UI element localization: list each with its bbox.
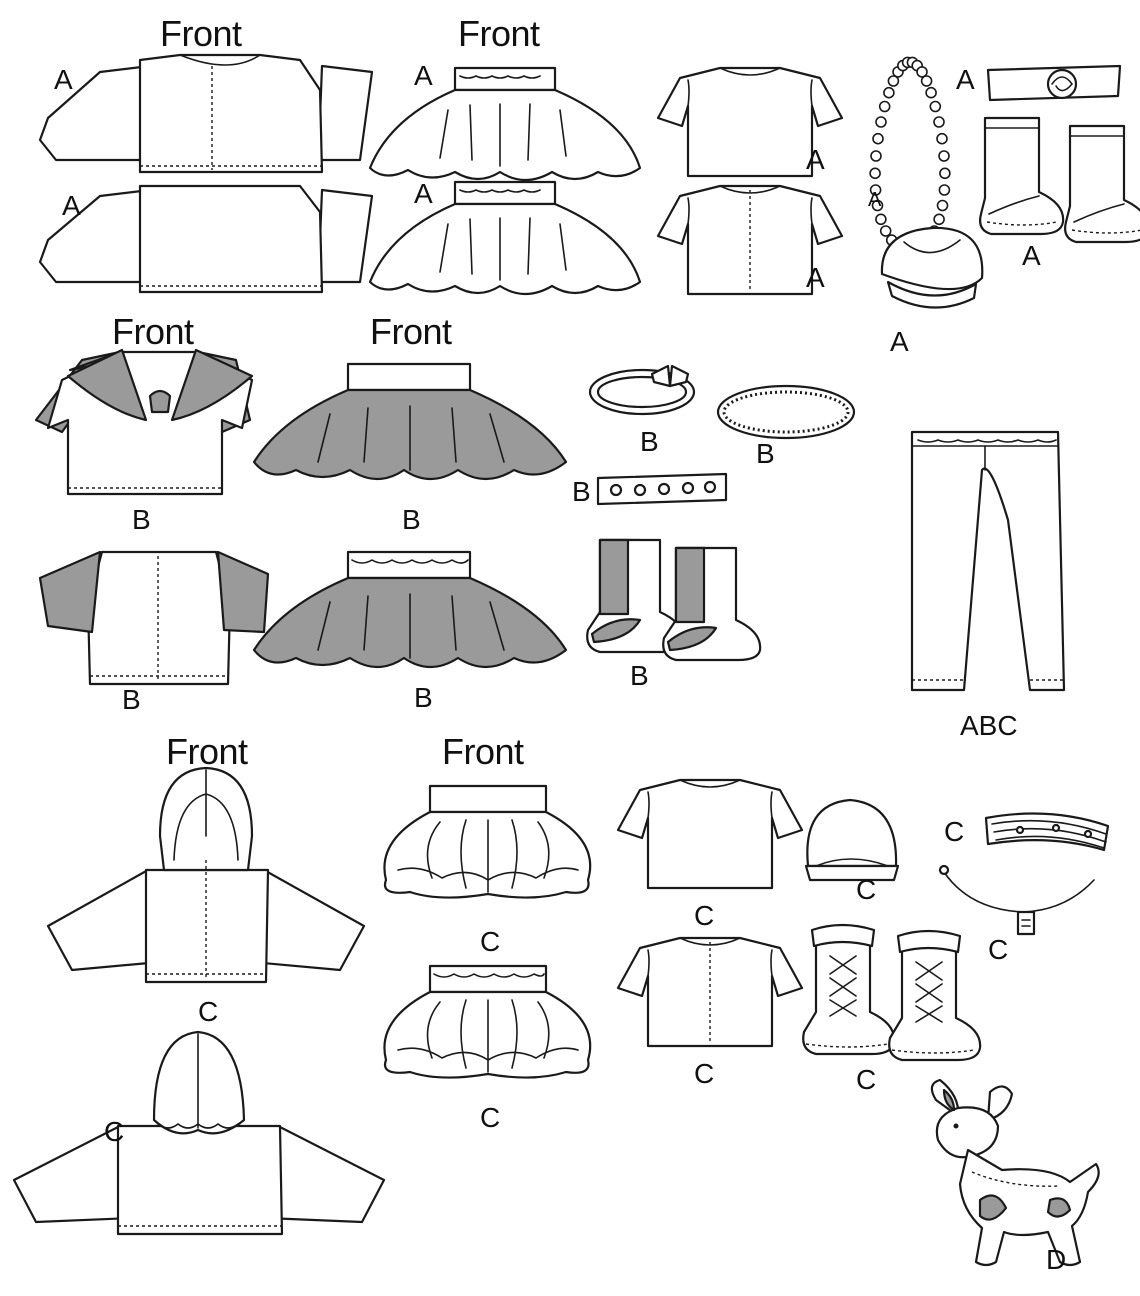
necklace-bead — [875, 213, 887, 226]
view-b-top-front-heading: Front — [112, 311, 194, 352]
view-c-skirt-front-heading: Front — [442, 731, 524, 772]
view-a-bead-necklace — [869, 56, 951, 256]
view-c-hooded-jacket-back — [12, 1030, 386, 1236]
view-a-jacket-back — [38, 184, 374, 294]
necklace-bead — [871, 199, 884, 212]
view-a-label: A — [54, 64, 73, 95]
view-b-skirt-front-heading: Front — [370, 311, 452, 352]
view-c-bubble-skirt-front — [383, 784, 592, 899]
view-abc-pants — [910, 430, 1066, 692]
view-b-label: B — [414, 682, 433, 713]
view-c-label: C — [104, 1116, 125, 1147]
view-c-label: C — [694, 900, 715, 931]
necklace-bead — [936, 199, 949, 212]
necklace-bead — [939, 167, 951, 180]
necklace-bead — [916, 66, 928, 78]
view-c-laced-boots — [802, 923, 982, 1062]
view-abc-label: ABC — [960, 710, 1018, 741]
view-a-label: A — [868, 189, 882, 211]
view-c-label: C — [694, 1058, 715, 1089]
necklace-bead — [875, 116, 887, 128]
view-b-bow-headband — [588, 364, 696, 416]
view-b-label: B — [640, 426, 659, 457]
view-a-beret — [880, 226, 984, 309]
view-a-rosette-belt — [986, 64, 1122, 102]
view-b-skirt-front — [252, 362, 568, 481]
view-c-label: C — [198, 996, 219, 1027]
view-c-label: C — [480, 1102, 501, 1133]
view-b-skirt-back — [252, 550, 568, 669]
view-a-skirt-front — [368, 66, 642, 182]
view-a-label: A — [1022, 240, 1041, 271]
view-d-label: D — [1046, 1244, 1067, 1275]
necklace-bead — [872, 132, 884, 145]
necklace-bead — [933, 213, 945, 226]
view-b-label: B — [132, 504, 151, 535]
view-b-boots — [586, 538, 762, 662]
view-b-stud-belt — [596, 472, 728, 506]
view-c-jacket-front-heading: Front — [166, 731, 248, 772]
view-c-label: C — [480, 926, 501, 957]
necklace-bead — [938, 184, 951, 196]
necklace-bead — [936, 132, 948, 145]
necklace-bead — [925, 86, 937, 99]
view-b-label: B — [756, 438, 775, 469]
necklace-bead — [933, 116, 945, 128]
necklace-bead — [938, 150, 950, 162]
view-b-top-back — [38, 550, 270, 686]
view-c-chain-belt — [984, 812, 1110, 852]
view-c-bubble-skirt-back — [383, 964, 592, 1079]
view-c-tee-back — [616, 936, 804, 1048]
view-c-label: C — [856, 874, 877, 905]
view-d-stuffed-deer — [930, 1078, 1100, 1267]
view-a-label: A — [806, 262, 825, 293]
view-a-skirt-back — [368, 180, 642, 296]
view-a-skirt-front-heading: Front — [458, 13, 540, 54]
view-a-label: A — [890, 326, 909, 357]
view-a-label: A — [956, 64, 975, 95]
view-c-beanie — [804, 798, 900, 882]
necklace-bead — [869, 184, 882, 196]
view-a-label: A — [414, 60, 433, 91]
view-c-label: C — [988, 934, 1009, 965]
view-a-label: A — [806, 144, 825, 175]
necklace-bead — [878, 100, 891, 113]
view-c-pendant-necklace — [938, 864, 1095, 936]
view-c-tee-front — [616, 778, 804, 890]
view-a-label: A — [62, 190, 81, 221]
necklace-bead — [929, 100, 942, 113]
necklace-bead — [869, 167, 881, 180]
view-b-label: B — [630, 660, 649, 691]
view-a-tee-back — [656, 184, 844, 296]
view-a-jacket-front-heading: Front — [160, 13, 242, 54]
view-a-label: A — [414, 178, 433, 209]
necklace-bead — [870, 150, 882, 162]
view-a-boots — [979, 116, 1140, 244]
view-c-label: C — [856, 1064, 877, 1095]
necklace-bead — [883, 86, 895, 99]
view-b-bead-headband — [716, 384, 856, 440]
view-c-hooded-jacket-front — [46, 766, 366, 984]
necklace-bead — [920, 75, 933, 87]
view-b-label: B — [122, 684, 141, 715]
necklace-bead — [887, 75, 900, 87]
view-b-label: B — [402, 504, 421, 535]
view-a-jacket-front — [38, 53, 374, 174]
necklace-bead — [879, 225, 892, 237]
view-b-label: B — [572, 476, 591, 507]
view-c-label: C — [944, 816, 965, 847]
view-b-bow-top-front — [34, 348, 254, 496]
